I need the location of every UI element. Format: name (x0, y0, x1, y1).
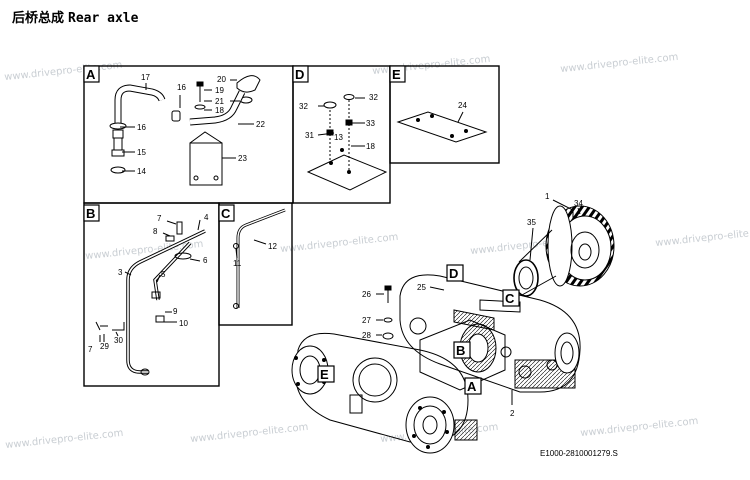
section-c-drawing (233, 208, 286, 309)
part-11: 11 (233, 259, 242, 268)
section-e-frame (389, 65, 500, 164)
part-32: 32 (369, 93, 378, 102)
main-assembly (291, 199, 615, 454)
part-26: 26 (362, 290, 371, 299)
section-e-drawing (396, 111, 488, 143)
tire (545, 205, 615, 287)
part-25: 25 (417, 283, 426, 292)
part-13: 13 (334, 133, 343, 142)
part-31: 31 (305, 131, 314, 140)
callout-c: C (505, 291, 515, 306)
main-part-labels: 1 34 35 25 26 27 28 2 (362, 192, 583, 418)
part-30: 30 (114, 336, 123, 345)
part-3: 3 (118, 268, 123, 277)
callout-a: A (467, 379, 477, 394)
part-2: 2 (510, 409, 515, 418)
callout-b: B (456, 343, 465, 358)
part-22: 22 (256, 120, 265, 129)
part-19: 19 (215, 86, 224, 95)
section-d-labels: 32 32 33 31 13 18 (299, 93, 378, 151)
part-5: 5 (161, 270, 166, 279)
part-16: 16 (177, 83, 186, 92)
hub-right (554, 332, 580, 374)
main-callouts: D C B E A (317, 264, 520, 395)
part-9: 9 (173, 307, 178, 316)
hub-left-near (405, 396, 455, 454)
part-10: 10 (179, 319, 188, 328)
part-4: 4 (204, 213, 209, 222)
rim (513, 229, 557, 297)
part-7: 7 (157, 214, 162, 223)
section-d-drawing (306, 94, 388, 191)
housing-right (399, 274, 581, 393)
part-14: 14 (137, 167, 146, 176)
part-32: 32 (299, 102, 308, 111)
callout-e: E (320, 367, 329, 382)
section-label-c: C (221, 206, 231, 221)
section-label-a: A (86, 67, 96, 82)
section-a-drawing (109, 75, 261, 186)
part-33: 33 (366, 119, 375, 128)
title-english: Rear axle (68, 11, 139, 26)
section-c-frame (218, 202, 293, 326)
section-b-labels: 7 8 4 6 3 5 9 10 7 29 30 (88, 213, 209, 354)
section-a-frame (83, 65, 294, 204)
differential (419, 299, 521, 391)
part-27: 27 (362, 316, 371, 325)
part-23: 23 (238, 154, 247, 163)
title-chinese: 后桥总成 (12, 11, 65, 26)
part-18: 18 (215, 106, 224, 115)
part-17: 17 (141, 73, 150, 82)
part-12: 12 (268, 242, 277, 251)
part-1: 1 (545, 192, 550, 201)
part-24: 24 (458, 101, 467, 110)
part-20: 20 (217, 75, 226, 84)
section-frames (83, 65, 500, 387)
part-7: 7 (88, 345, 93, 354)
part-16: 16 (137, 123, 146, 132)
part-8: 8 (153, 227, 158, 236)
part-18: 18 (366, 142, 375, 151)
section-label-b: B (86, 206, 95, 221)
section-a-labels: 17 16 16 15 14 19 21 18 20 22 23 (137, 73, 265, 176)
section-c-labels: 11 12 (233, 242, 277, 268)
part-29: 29 (100, 342, 109, 351)
part-34: 34 (574, 199, 583, 208)
part-21-a: 21 (215, 97, 224, 106)
section-label-d: D (295, 67, 304, 82)
drawing-code: E1000-2810001279.S (540, 449, 618, 458)
part-35: 35 (527, 218, 536, 227)
part-28: 28 (362, 331, 371, 340)
housing-left (295, 332, 469, 443)
section-label-e: E (392, 67, 401, 82)
section-labels: A D E B C (83, 65, 406, 222)
part-15: 15 (137, 148, 146, 157)
part-6: 6 (203, 256, 208, 265)
section-b-drawing (95, 219, 206, 376)
callout-d: D (449, 266, 458, 281)
